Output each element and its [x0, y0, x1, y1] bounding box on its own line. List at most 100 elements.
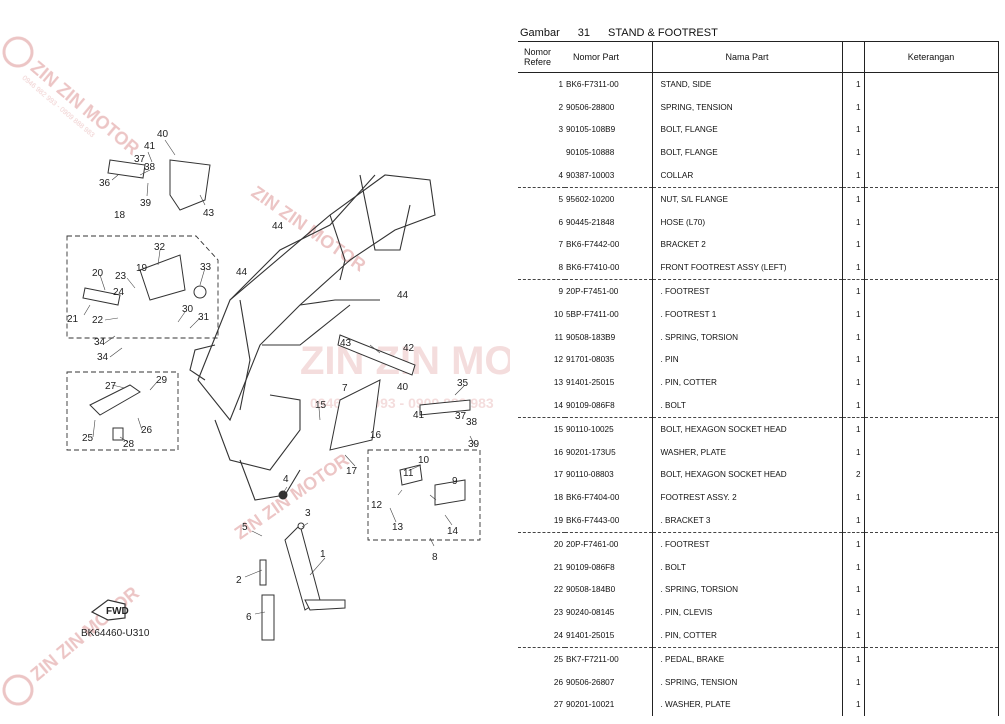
ref-cell: 21	[553, 562, 563, 572]
svg-text:23: 23	[115, 271, 127, 282]
part-number-cell: 90201-173U5	[566, 447, 616, 457]
quantity-cell: 1	[841, 164, 865, 188]
remarks-cell	[864, 325, 999, 349]
quantity-cell: 1	[841, 371, 865, 395]
svg-text:25: 25	[82, 433, 94, 444]
part-number-cell: 90110-08803	[566, 470, 614, 480]
ref-cell: 1	[558, 79, 563, 89]
footrest-42	[337, 334, 416, 376]
footrest-20	[82, 287, 121, 306]
svg-text:21: 21	[67, 314, 79, 325]
svg-text:7: 7	[342, 383, 348, 394]
part-name-cell: NUT, S/L FLANGE	[651, 187, 842, 211]
svg-text:29: 29	[156, 375, 168, 386]
ref-cell: 9	[558, 287, 563, 297]
part-name-cell: . PIN, CLEVIS	[651, 601, 842, 625]
svg-text:14: 14	[447, 526, 459, 537]
part-name-cell: . BOLT	[651, 394, 842, 418]
part-number-cell: 91701-08035	[566, 355, 615, 365]
remarks-cell	[864, 486, 999, 510]
remarks-cell	[864, 440, 999, 464]
ref-cell: 7	[558, 240, 563, 250]
quantity-cell: 1	[841, 256, 865, 281]
part-name-cell: FRONT FOOTREST ASSY (LEFT)	[651, 256, 842, 281]
svg-text:13: 13	[392, 522, 404, 533]
remarks-cell	[864, 555, 999, 579]
svg-text:26: 26	[141, 425, 153, 436]
quantity-cell: 1	[841, 348, 865, 372]
ref-cell: 8	[518, 256, 565, 281]
svg-text:43: 43	[340, 338, 352, 349]
collar-28	[112, 427, 124, 441]
remarks-cell	[864, 624, 999, 648]
remarks-cell	[864, 647, 999, 671]
svg-text:15: 15	[315, 400, 327, 411]
part-name-cell: BOLT, HEXAGON SOCKET HEAD	[651, 463, 842, 487]
ref-cell: 25	[553, 654, 563, 664]
part-number-cell: BK6-F7443-00	[565, 509, 652, 533]
part-name-cell: . PIN, COTTER	[651, 624, 842, 648]
svg-text:27: 27	[105, 381, 117, 392]
svg-text:16: 16	[370, 430, 382, 441]
svg-text:9: 9	[452, 476, 458, 487]
part-number-cell: 90105-108B9	[566, 125, 616, 135]
quantity-cell: 1	[841, 532, 865, 556]
part-number-cell: 90201-10021	[566, 700, 615, 710]
svg-text:19: 19	[136, 263, 148, 274]
figure-header: Gambar 31 STAND & FOOTREST	[518, 24, 998, 41]
part-number-cell: 90105-10888	[566, 148, 615, 158]
fwd-label: FWD	[106, 606, 129, 617]
remarks-cell	[864, 417, 999, 441]
exploded-parts-diagram: ZIN ZIN MOTOR 0946 982 993 - 0909 888 98…	[2, 36, 510, 706]
part-number-cell: 91401-25015	[565, 624, 652, 648]
svg-text:1: 1	[320, 549, 326, 560]
gambar-label: Gambar	[520, 26, 560, 39]
ref-cell: 12	[553, 355, 563, 365]
part-number-cell: 90109-086F8	[565, 394, 652, 418]
ref-cell: 11	[554, 332, 564, 342]
part-name-cell: BRACKET 2	[651, 233, 842, 257]
quantity-cell: 1	[841, 601, 865, 625]
part-name-cell: . PIN, COTTER	[651, 371, 842, 395]
remarks-cell	[864, 164, 999, 188]
footrest-rear-right	[107, 159, 146, 179]
svg-text:24: 24	[113, 287, 125, 298]
quantity-cell: 1	[841, 578, 865, 602]
part-name-cell: BOLT, HEXAGON SOCKET HEAD	[651, 417, 842, 441]
fwd-arrow-icon: FWD	[90, 599, 129, 621]
part-number-cell: BK7-F7211-00	[566, 654, 619, 664]
spring-tension	[259, 559, 267, 586]
part-name-cell: . SPRING, TENSION	[651, 670, 842, 694]
svg-text:35: 35	[457, 378, 469, 389]
part-name-cell: STAND, SIDE	[651, 72, 842, 96]
quantity-cell: 1	[841, 141, 865, 165]
leader-lines	[83, 139, 476, 615]
svg-text:28: 28	[123, 439, 135, 450]
remarks-cell	[864, 72, 999, 96]
svg-text:22: 22	[92, 315, 104, 326]
ref-cell: 10	[553, 309, 563, 319]
quantity-cell: 1	[841, 417, 865, 441]
brake-pedal	[89, 384, 141, 416]
svg-text:37: 37	[134, 154, 146, 165]
svg-text:6: 6	[246, 612, 252, 623]
remarks-cell	[864, 279, 999, 303]
side-stand	[284, 524, 321, 611]
part-name-cell: FOOTREST ASSY. 2	[651, 486, 842, 510]
svg-text:38: 38	[144, 162, 156, 173]
